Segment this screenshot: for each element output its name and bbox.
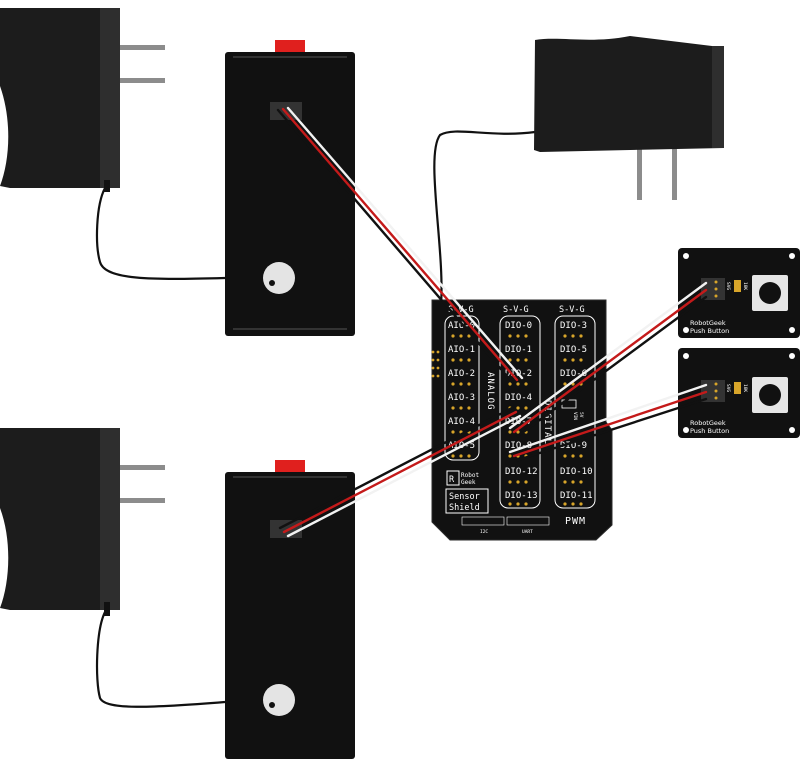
wire-button-top — [508, 281, 708, 438]
5v-label: 5V — [578, 412, 584, 418]
pin-label: AIO-4 — [448, 417, 475, 427]
push-button-bottom: SVG 10K RobotGeek Push Button — [678, 348, 800, 438]
servo-shaft — [263, 262, 295, 294]
wire-servo-bottom — [278, 406, 522, 538]
pin-label: DIO-6 — [560, 369, 587, 379]
header-dots — [431, 334, 583, 506]
i2c-header — [461, 516, 505, 526]
servo-shaft — [263, 684, 295, 716]
button-resistor-label: 10K — [742, 384, 748, 392]
pin-label: AIO-1 — [448, 345, 475, 355]
resistor — [734, 382, 741, 394]
pin-label: DIO-9 — [560, 441, 587, 451]
digital-label: DIGITAL — [542, 400, 552, 445]
adapter-prong — [110, 498, 165, 503]
logo-line2: Geek — [461, 479, 476, 486]
logo-r: R — [449, 475, 455, 485]
pin-label: DIO-5 — [560, 345, 587, 355]
header-label: S-V-G — [503, 305, 529, 315]
pin-label: DIO-4 — [505, 393, 532, 403]
servo-connector — [270, 520, 302, 538]
uart-label: UART — [522, 529, 533, 535]
wire-button-bottom — [508, 383, 708, 462]
wire-servo-top — [276, 106, 524, 384]
button-resistor-label: 10K — [742, 282, 748, 290]
button-pin-letters: SVG — [725, 282, 731, 290]
uart-header — [506, 516, 550, 526]
power-cord-shield — [433, 130, 536, 306]
button-cap — [759, 282, 781, 304]
header-label: S-V-G — [559, 305, 585, 315]
button-cap — [759, 384, 781, 406]
button-brand-label: RobotGeek — [690, 319, 726, 327]
button-name-label: Push Button — [690, 327, 729, 335]
logo-sensor: Sensor — [449, 492, 480, 502]
header-label: S-V-G — [448, 305, 474, 315]
pin-label: DIO-10 — [560, 467, 593, 477]
pin-label: DIO-12 — [505, 467, 538, 477]
pin-label: DIO-0 — [505, 321, 532, 331]
wall-adapter-bottom — [0, 428, 165, 616]
adapter-prong — [110, 465, 165, 470]
wires — [276, 106, 708, 538]
robotgeek-logo: R Robot Geek Sensor Shield — [445, 470, 489, 514]
button-name-label: Push Button — [690, 427, 729, 435]
pin-label: AIO-0 — [448, 321, 475, 331]
power-cord-top-left — [95, 187, 226, 280]
pin-label: DIO-3 — [560, 321, 587, 331]
button-pin-letters: SVG — [725, 384, 731, 392]
i2c-label: I2C — [480, 529, 488, 535]
pin-label: DIO-11 — [560, 491, 593, 501]
button-brand-label: RobotGeek — [690, 419, 726, 427]
pin-label: DIO-13 — [505, 491, 538, 501]
servo-top — [225, 40, 355, 336]
pin-label: AIO-2 — [448, 369, 475, 379]
adapter-prong — [672, 145, 677, 200]
adapter-prong — [110, 45, 165, 50]
pwm-label: PWM — [565, 516, 586, 527]
logo-line1: Robot — [461, 472, 479, 479]
pin-label: DIO-1 — [505, 345, 532, 355]
pin-label: DIO-8 — [505, 441, 532, 451]
resistor — [734, 280, 741, 292]
logo-shield: Shield — [449, 503, 480, 513]
servo-bottom — [225, 460, 355, 759]
power-cord-bottom-left — [95, 611, 226, 708]
digital-right-column-frame — [554, 315, 596, 509]
pin-label: AIO-3 — [448, 393, 475, 403]
push-button-top: SVG 10K RobotGeek Push Button — [678, 248, 800, 338]
adapter-prong — [110, 78, 165, 83]
analog-label: ANALOG — [485, 372, 495, 411]
vin-label: VIN — [572, 412, 578, 420]
adapter-prong — [637, 145, 642, 200]
wall-adapter-top — [0, 8, 165, 192]
wall-adapter-shield — [534, 36, 724, 200]
power-cords — [95, 130, 536, 708]
